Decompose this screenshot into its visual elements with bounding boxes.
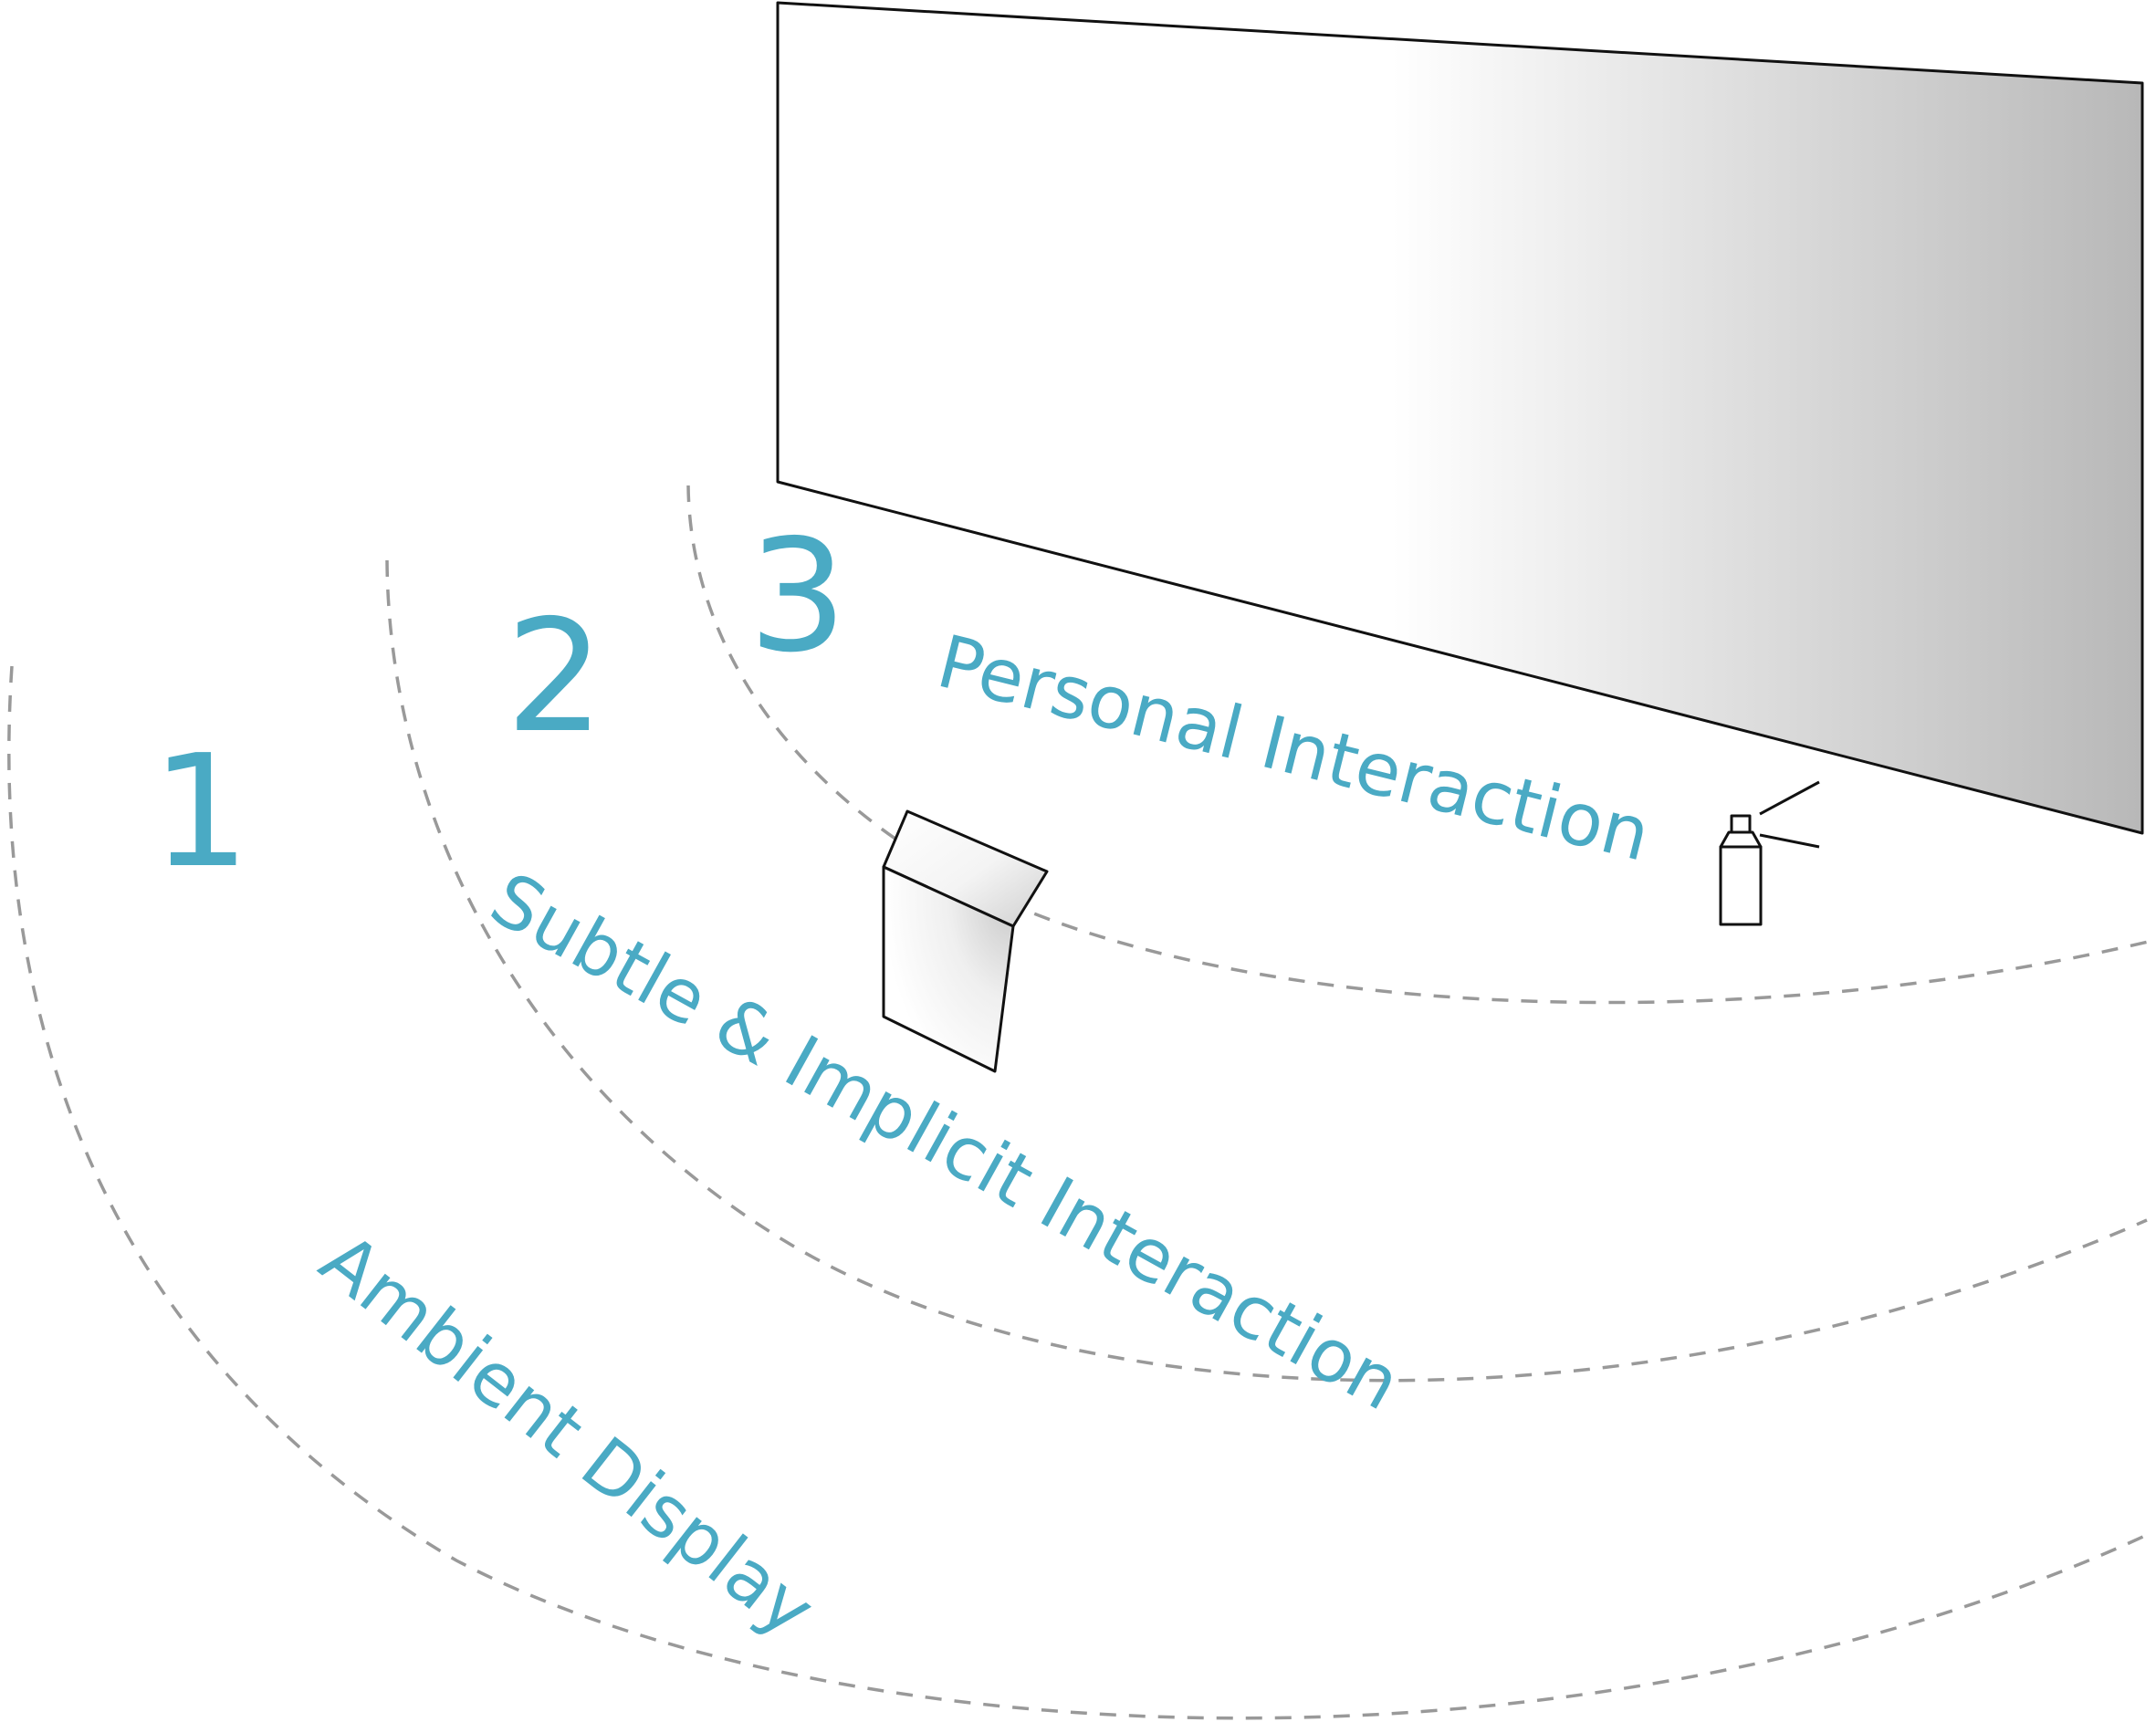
zone-1-boundary [7, 665, 2148, 1720]
zone-2-number: 2 [506, 587, 604, 767]
spray-can-nozzle [1730, 814, 1752, 834]
wall-display [776, 1, 2144, 835]
spray-can-shoulder [1719, 830, 1763, 849]
zone-boundaries [7, 485, 2156, 1720]
spray-can-icon [1719, 780, 1820, 926]
spray-line-upper [1759, 780, 1820, 816]
kiosk-front-face [882, 865, 1015, 1073]
zone-3-number: 3 [748, 506, 847, 687]
wall-display-screen [776, 1, 2144, 835]
spray-line-lower [1759, 833, 1820, 849]
terminal-kiosk [882, 809, 1049, 1073]
spray-can-body [1719, 845, 1763, 926]
zone-2-boundary [385, 559, 2148, 1383]
zone-1-label: Ambient Display [305, 1217, 830, 1654]
zone-1-number: 1 [152, 722, 250, 903]
zone-3-boundary [686, 485, 2156, 1005]
